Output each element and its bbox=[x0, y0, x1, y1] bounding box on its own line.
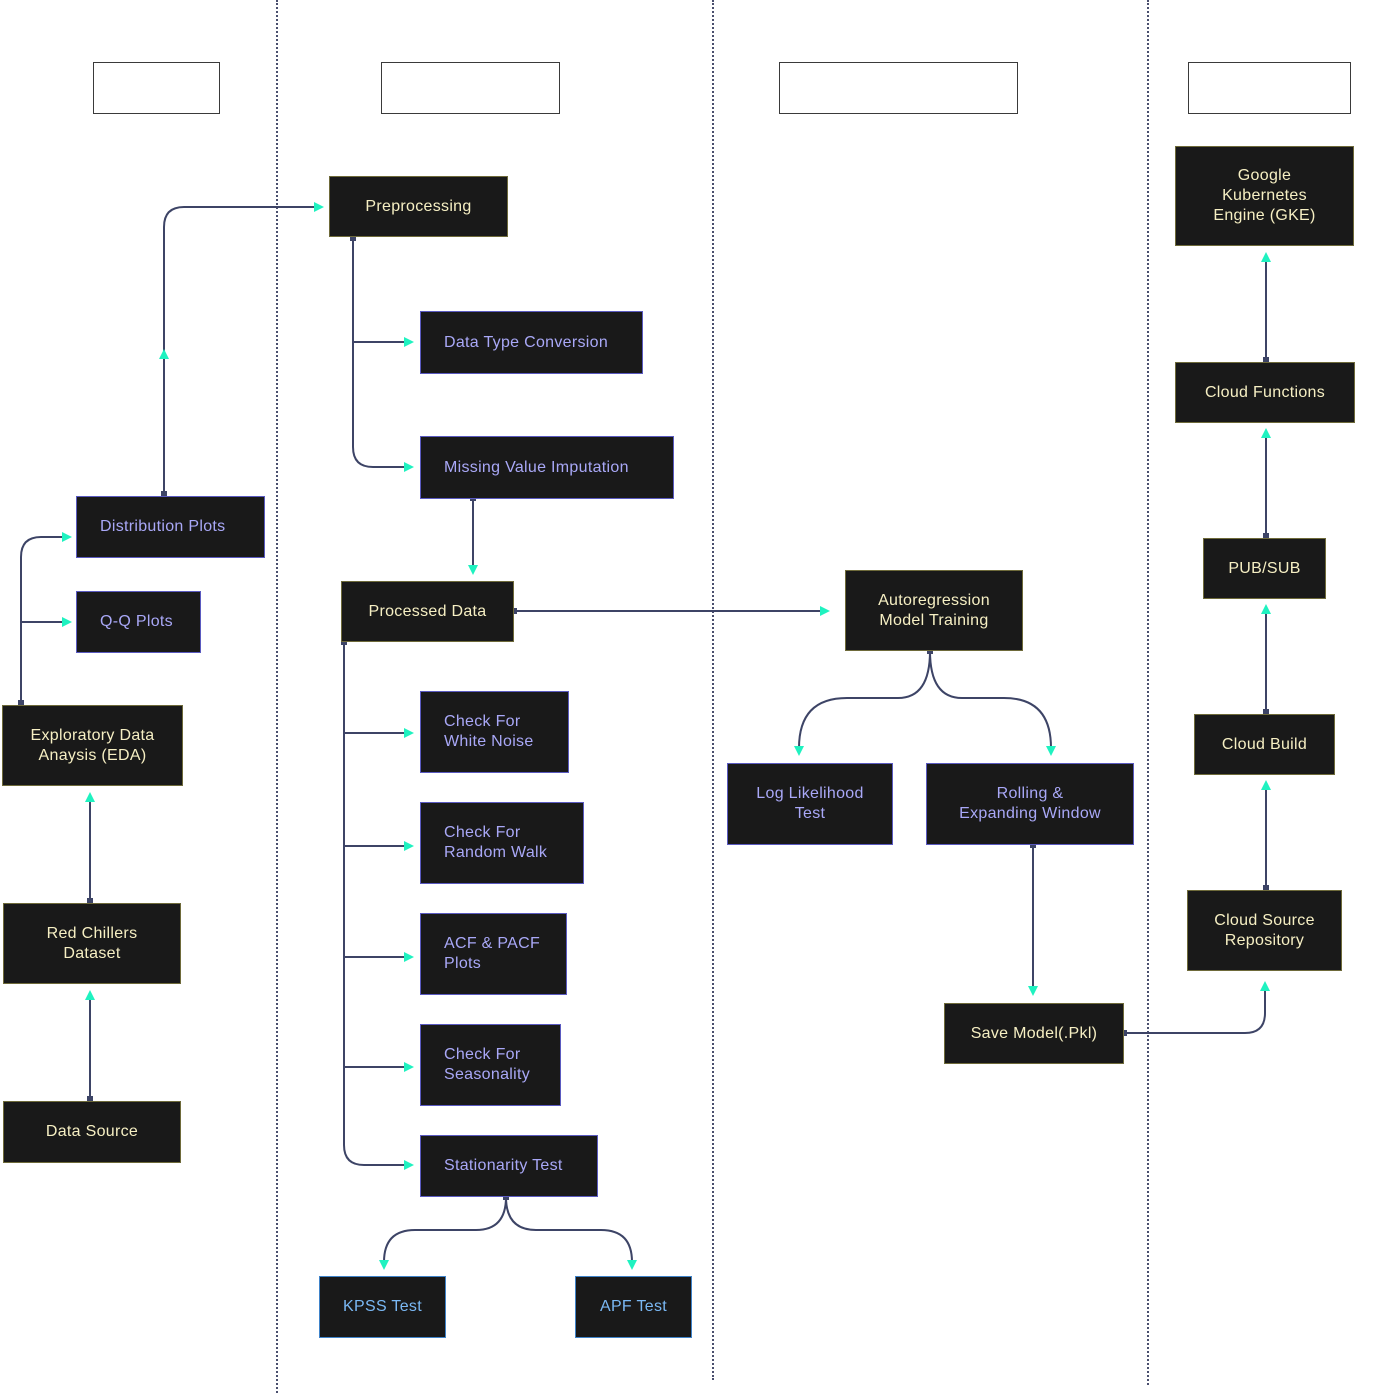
arrowhead bbox=[1261, 604, 1271, 614]
node-stationarity-test[interactable]: Stationarity Test bbox=[420, 1135, 598, 1197]
node-apf-test[interactable]: APF Test bbox=[575, 1276, 692, 1338]
arrowhead bbox=[1261, 428, 1271, 438]
node-missing-value-imputation[interactable]: Missing Value Imputation bbox=[420, 436, 674, 499]
connector-eda-distribution bbox=[20, 536, 66, 704]
node-check-white-noise[interactable]: Check For White Noise bbox=[420, 691, 569, 773]
node-gke[interactable]: Google Kubernetes Engine (GKE) bbox=[1175, 146, 1354, 246]
node-check-random-walk[interactable]: Check For Random Walk bbox=[420, 802, 584, 884]
node-acf-pacf-plots[interactable]: ACF & PACF Plots bbox=[420, 913, 567, 995]
node-autoregression-training[interactable]: Autoregression Model Training bbox=[845, 570, 1023, 651]
column-header-3 bbox=[779, 62, 1018, 114]
arrowhead bbox=[1028, 986, 1038, 996]
connector-stationarity-apf bbox=[505, 1196, 633, 1263]
node-save-model[interactable]: Save Model(.Pkl) bbox=[944, 1003, 1124, 1064]
node-data-type-conversion[interactable]: Data Type Conversion bbox=[420, 311, 643, 374]
connector-processed-checks bbox=[343, 642, 408, 1166]
node-distribution-plots[interactable]: Distribution Plots bbox=[76, 496, 265, 558]
node-qq-plots[interactable]: Q-Q Plots bbox=[76, 591, 201, 653]
node-cloud-source-repository[interactable]: Cloud Source Repository bbox=[1187, 890, 1342, 971]
arrowhead bbox=[85, 792, 95, 802]
connector-savemodel-cloudsource bbox=[1124, 987, 1266, 1034]
arrowhead bbox=[1260, 981, 1270, 991]
connector-autoregression-rolling bbox=[929, 650, 1052, 749]
node-processed-data[interactable]: Processed Data bbox=[341, 581, 514, 642]
arrowhead bbox=[379, 1260, 389, 1270]
arrowhead bbox=[404, 1160, 414, 1170]
arrowhead bbox=[1261, 780, 1271, 790]
column-header-2 bbox=[381, 62, 560, 114]
arrowhead bbox=[314, 202, 324, 212]
node-cloud-build[interactable]: Cloud Build bbox=[1194, 714, 1335, 775]
connector-autoregression-loglikelihood bbox=[798, 650, 931, 749]
arrowhead bbox=[404, 952, 414, 962]
arrowhead bbox=[404, 1062, 414, 1072]
arrowhead bbox=[404, 841, 414, 851]
arrowhead bbox=[404, 728, 414, 738]
connector-preprocessing-children bbox=[352, 238, 408, 468]
arrowhead bbox=[794, 746, 804, 756]
node-red-chillers-dataset[interactable]: Red Chillers Dataset bbox=[3, 903, 181, 984]
node-eda[interactable]: Exploratory Data Anaysis (EDA) bbox=[2, 705, 183, 786]
column-header-4 bbox=[1188, 62, 1351, 114]
arrowhead bbox=[468, 565, 478, 575]
arrowhead bbox=[404, 337, 414, 347]
arrowhead bbox=[62, 532, 72, 542]
arrowhead bbox=[404, 462, 414, 472]
node-cloud-functions[interactable]: Cloud Functions bbox=[1175, 362, 1355, 423]
node-kpss-test[interactable]: KPSS Test bbox=[319, 1276, 446, 1338]
arrowhead bbox=[627, 1260, 637, 1270]
node-check-seasonality[interactable]: Check For Seasonality bbox=[420, 1024, 561, 1106]
arrowhead bbox=[159, 349, 169, 359]
column-divider bbox=[1147, 0, 1149, 1385]
node-rolling-expanding-window[interactable]: Rolling & Expanding Window bbox=[926, 763, 1134, 845]
arrowhead bbox=[1046, 746, 1056, 756]
node-preprocessing[interactable]: Preprocessing bbox=[329, 176, 508, 237]
node-pub-sub[interactable]: PUB/SUB bbox=[1203, 538, 1326, 599]
arrowhead bbox=[85, 990, 95, 1000]
arrowhead bbox=[62, 617, 72, 627]
arrowhead bbox=[820, 606, 830, 616]
connector-stationarity-kpss bbox=[383, 1196, 507, 1263]
node-log-likelihood-test[interactable]: Log Likelihood Test bbox=[727, 763, 893, 845]
node-data-source[interactable]: Data Source bbox=[3, 1101, 181, 1163]
column-divider bbox=[276, 0, 278, 1393]
arrowhead bbox=[1261, 252, 1271, 262]
column-divider bbox=[712, 0, 714, 1380]
column-header-1 bbox=[93, 62, 220, 114]
connector-distribution-preprocessing bbox=[163, 206, 318, 495]
